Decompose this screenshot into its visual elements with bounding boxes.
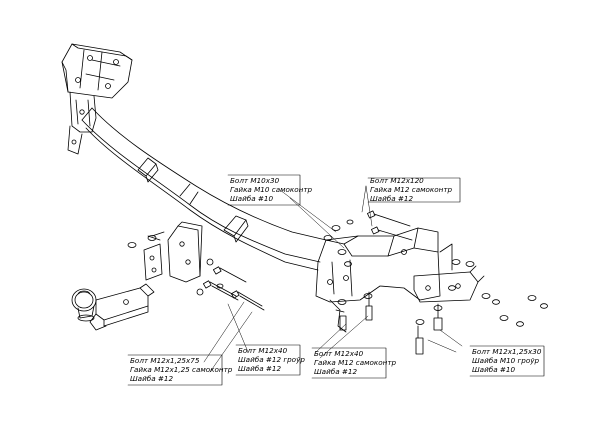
right-side-bracket [315,227,485,303]
callout-line: Гайка M10 самоконтр [230,185,313,194]
callout-line: Шайба M10 гроўр [472,356,540,365]
fasteners-left [127,231,265,311]
leader-lines [203,185,463,373]
callout-top-right: Болт M12x120 Гайка M12 самоконтр Шайба #… [370,176,453,203]
callout-line: Шайба #12 [314,367,357,376]
fasteners-right [415,259,548,355]
callout-line: Болт M12x40 [314,349,364,358]
callout-line: Гайка M12 самоконтр [314,358,397,367]
tow-ball [71,288,97,322]
callout-bottom-center: Болт M12x40 Гайка M12 самоконтр Шайба #1… [314,349,397,376]
callout-bottom-left: Болт M12x1,25x75 Гайка M12x1,25 самоконт… [130,356,233,383]
hitch-plate [143,221,203,283]
callout-line: Шайба #12 [238,364,281,373]
callout-line: Гайка M12x1,25 самоконтр [130,365,233,374]
callout-frames [127,174,545,386]
callout-line: Болт M12x40 [238,346,288,355]
fasteners-center [323,235,373,333]
callout-line: Шайба #10 [230,194,273,203]
callout-line: Шайба #12 гроўр [238,355,305,364]
callout-top-center: Болт M10x30 Гайка M10 самоконтр Шайба #1… [230,176,313,203]
main-cross-bar [81,107,327,271]
callout-line: Шайба #12 [370,194,413,203]
callout-line: Гайка M12 самоконтр [370,185,453,194]
callout-line: Болт M10x30 [230,176,280,185]
tow-ball-neck [89,283,155,331]
callout-line: Болт M12x1,25x30 [472,347,542,356]
callout-line: Болт M12x120 [370,176,424,185]
callout-bottom-mid: Болт M12x40 Шайба #12 гроўр Шайба #12 [238,346,305,373]
callout-line: Шайба #12 [130,374,173,383]
callout-bottom-right: Болт M12x1,25x30 Шайба M10 гроўр Шайба #… [472,347,542,374]
left-mounting-bracket [61,43,133,155]
callout-line: Шайба #10 [472,365,515,374]
callout-line: Болт M12x1,25x75 [130,356,200,365]
